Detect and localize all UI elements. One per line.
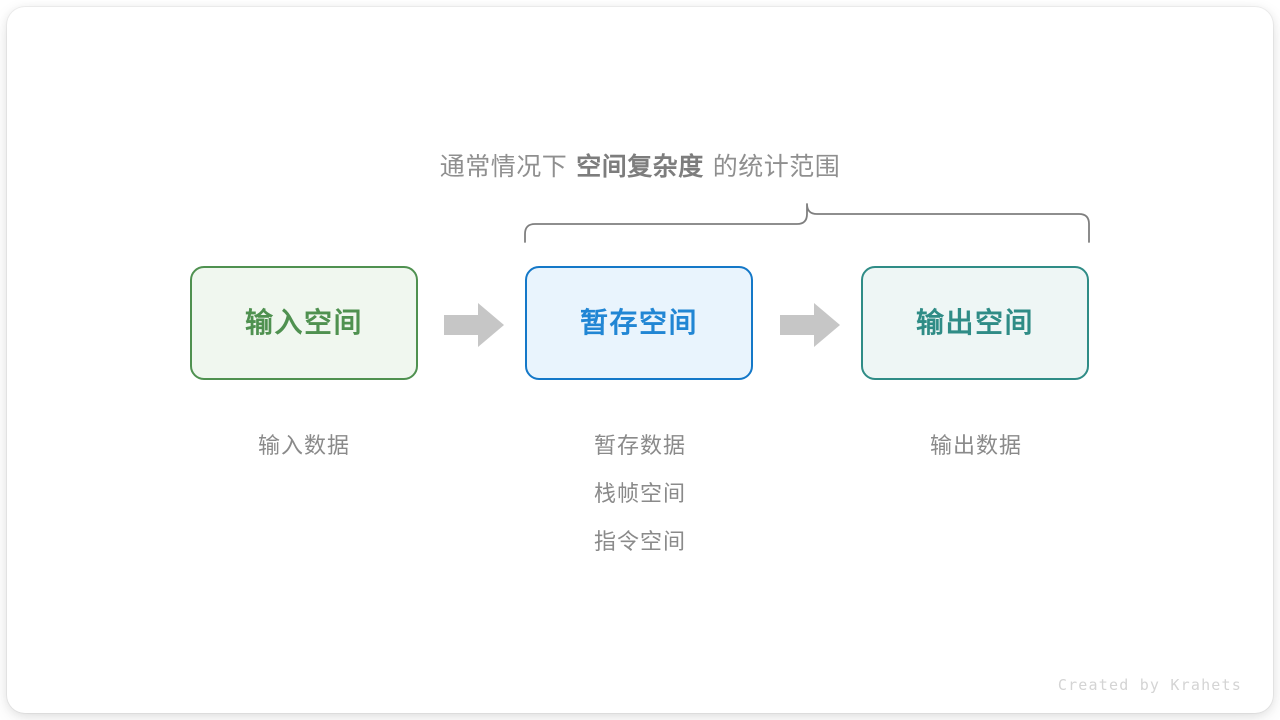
box-input-space-label: 输入空间 [244,307,363,338]
caption-column-temp: 暂存数据 栈帧空间 指令空间 [510,422,770,566]
caption-column-output: 输出数据 [846,422,1106,470]
box-output-space-label: 输出空间 [915,307,1034,338]
caption-stack-frame: 栈帧空间 [593,481,686,506]
scope-heading-emphasis: 空间复杂度 [576,153,704,181]
box-temp-space[interactable]: 暂存空间 [525,266,753,380]
arrow-temp-to-output-icon [780,302,840,348]
box-temp-space-label: 暂存空间 [579,307,698,338]
scope-heading-suffix: 的统计范围 [712,153,841,181]
box-input-space[interactable]: 输入空间 [190,266,418,380]
caption-temp-data: 暂存数据 [593,433,686,458]
arrow-input-to-temp-icon [444,302,504,348]
scope-heading-prefix: 通常情况下 [439,153,568,181]
caption-instruction: 指令空间 [593,529,686,554]
scope-heading: 通常情况下空间复杂度的统计范围 [0,150,1280,184]
scope-brace [515,196,1100,252]
caption-column-input: 输入数据 [174,422,434,470]
footer-credit: Created by Krahets [1057,676,1242,694]
caption-output-data: 输出数据 [929,433,1022,458]
box-output-space[interactable]: 输出空间 [861,266,1089,380]
caption-input-data: 输入数据 [257,433,350,458]
